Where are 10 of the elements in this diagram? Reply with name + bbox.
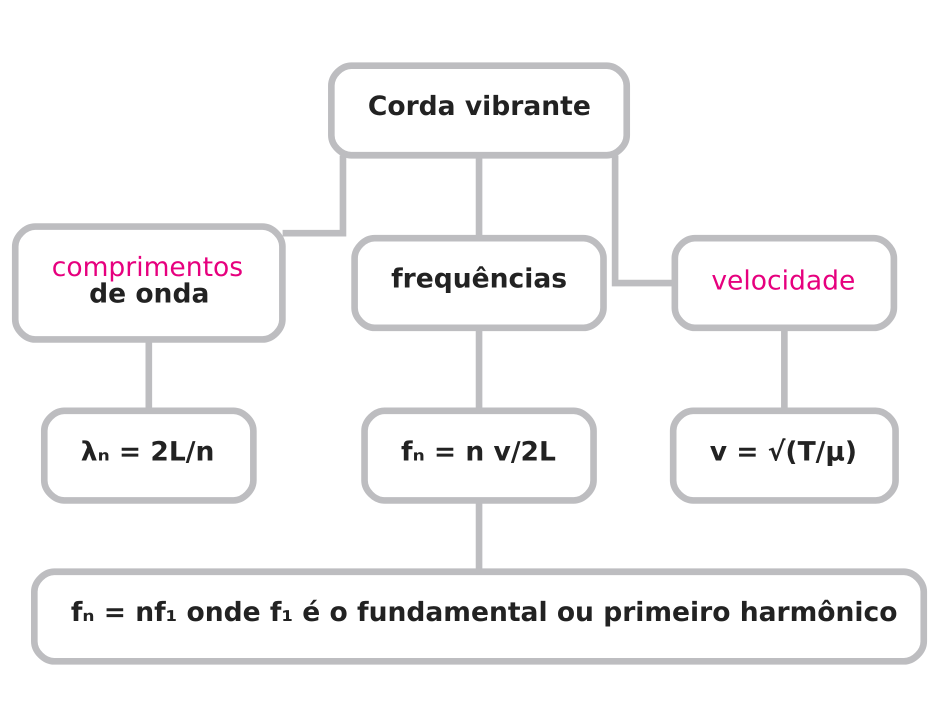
connector	[146, 340, 152, 410]
connector	[282, 155, 346, 237]
node-box: Corda vibrante	[328, 62, 630, 159]
node-box: comprimentos de onda	[12, 223, 286, 343]
node-box: frequências	[351, 234, 607, 332]
node-box: fₙ = nf₁ onde f₁ é o fundamental ou primeiro harmônico	[31, 568, 928, 665]
node-box: fₙ = n v/2L	[361, 407, 597, 504]
node-box: v = √(T/μ)	[670, 407, 899, 504]
node-box: λₙ = 2L/n	[40, 407, 257, 504]
node-box: velocidade	[672, 234, 898, 332]
